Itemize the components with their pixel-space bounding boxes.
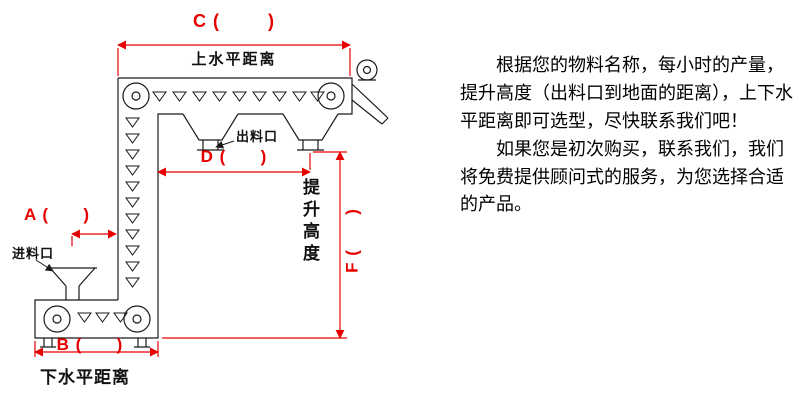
- upper-horizontal-distance-label: 上水平距离: [191, 51, 277, 68]
- dim-a-label: A ( ): [24, 205, 91, 224]
- callout-arrows: [35, 140, 235, 272]
- elevator-diagram: [34, 40, 389, 357]
- description-paragraph-2: 如果您是初次购买，联系我们，我们将免费提供顾问式的服务，为您选择合适的产品。: [460, 138, 784, 215]
- dim-d-label: D ( ): [200, 147, 268, 166]
- buckets: [77, 91, 325, 323]
- dim-f-label: F ( ): [342, 208, 362, 273]
- outlet-label: 出料口: [236, 129, 279, 144]
- conveyor-body: [34, 59, 389, 348]
- lift-height-label: 提升高度: [300, 178, 319, 266]
- description-text: 根据您的物料名称，每小时的产量，提升高度（出料口到地面的距离），上下水平距离即可…: [460, 52, 794, 219]
- dimension-lines: [34, 40, 351, 357]
- lower-horizontal-distance-label: 下水平距离: [40, 368, 130, 387]
- dim-c-label: C ( ): [193, 11, 275, 31]
- description-paragraph-1: 根据您的物料名称，每小时的产量，提升高度（出料口到地面的距离），上下水平距离即可…: [460, 55, 793, 131]
- dim-b-label: B ( ): [56, 335, 124, 354]
- inlet-label: 进料口: [12, 246, 55, 261]
